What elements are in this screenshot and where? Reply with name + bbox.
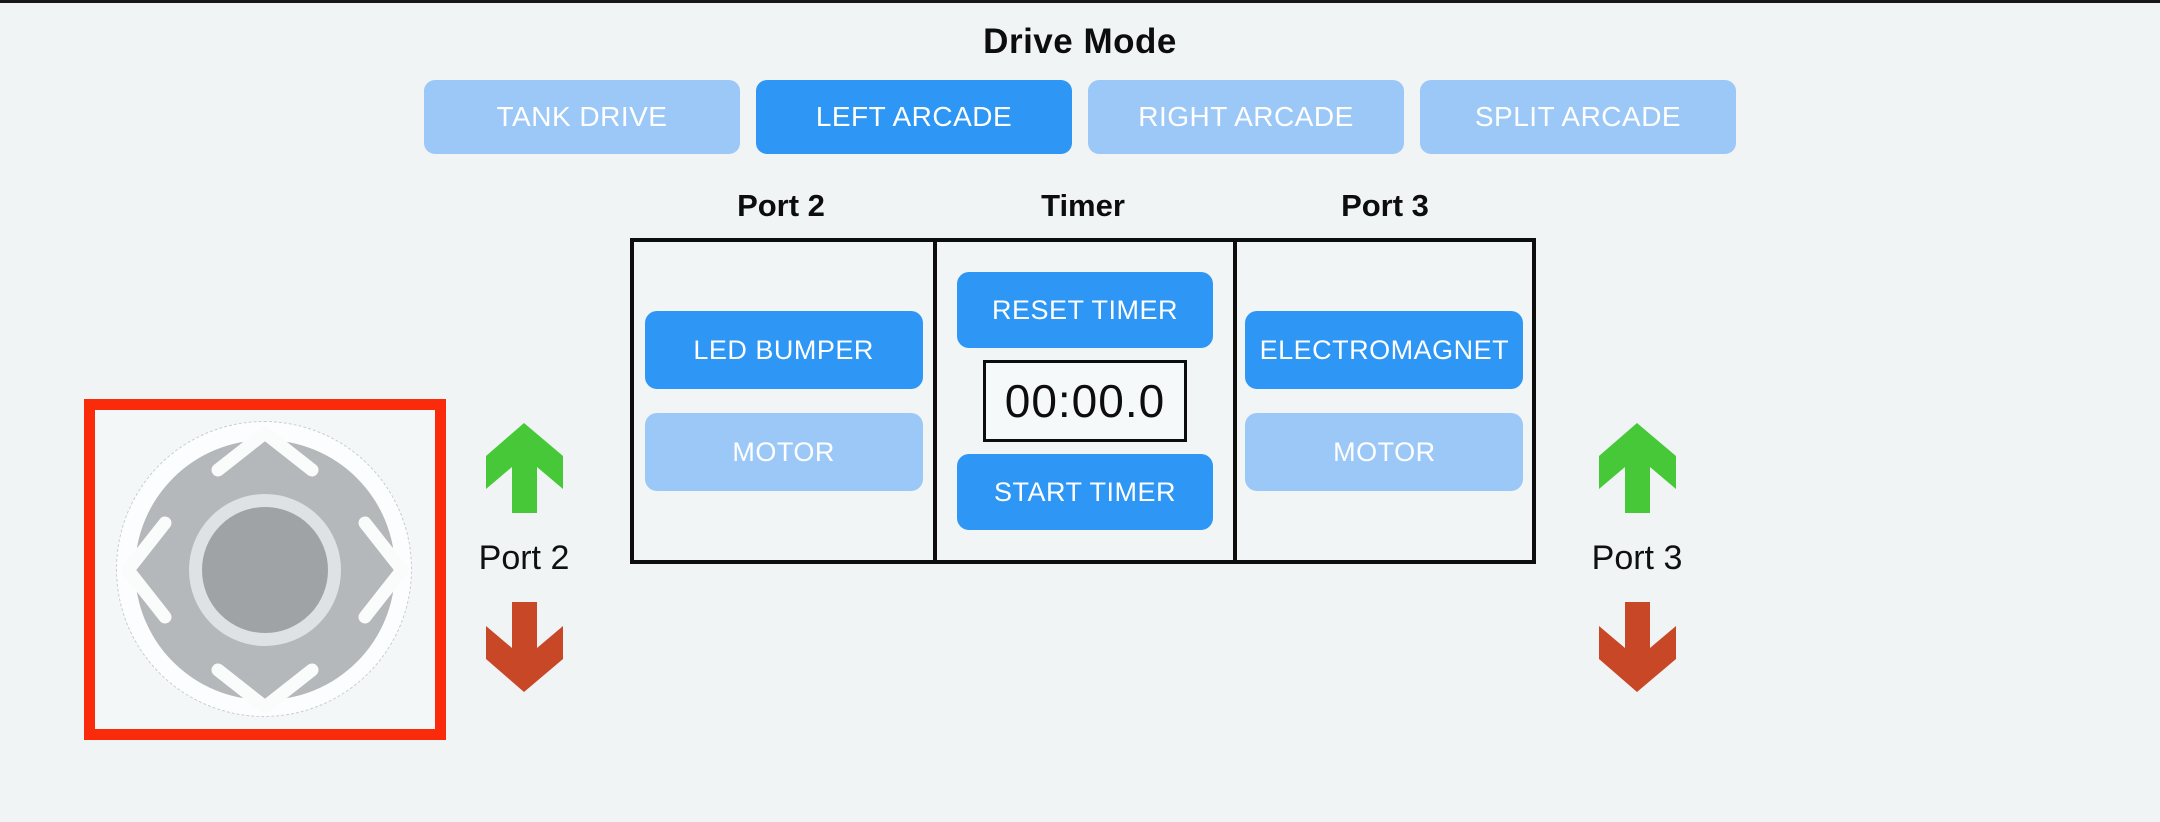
port3-motor-button[interactable]: MOTOR bbox=[1245, 413, 1524, 491]
control-board-table: LED BUMPER MOTOR RESET TIMER 00:00.0 STA… bbox=[630, 238, 1536, 564]
chevron-down-icon bbox=[211, 663, 319, 714]
port2-side-label: Port 2 bbox=[478, 539, 570, 577]
chevron-left-icon bbox=[121, 516, 172, 624]
joystick-selection-box bbox=[84, 399, 446, 740]
right-arcade-button[interactable]: RIGHT ARCADE bbox=[1088, 80, 1404, 154]
port3-forward-arrow-icon[interactable] bbox=[1598, 423, 1677, 513]
port2-forward-arrow-icon[interactable] bbox=[485, 423, 564, 513]
port2-column: LED BUMPER MOTOR bbox=[634, 242, 933, 560]
window-top-border bbox=[0, 0, 2160, 3]
timer-display: 00:00.0 bbox=[982, 360, 1187, 442]
drive-mode-title: Drive Mode bbox=[983, 22, 1177, 61]
joystick-knob[interactable] bbox=[189, 494, 341, 646]
port3-direction-control: Port 3 bbox=[1557, 423, 1717, 692]
timer-column: RESET TIMER 00:00.0 START TIMER bbox=[933, 242, 1232, 560]
left-arcade-button[interactable]: LEFT ARCADE bbox=[756, 80, 1072, 154]
port2-motor-button[interactable]: MOTOR bbox=[644, 413, 923, 491]
joystick-direction-chevrons bbox=[121, 426, 409, 714]
port2-reverse-arrow-icon[interactable] bbox=[485, 602, 564, 692]
reset-timer-button[interactable]: RESET TIMER bbox=[956, 272, 1213, 348]
drive-mode-button-row: TANK DRIVE LEFT ARCADE RIGHT ARCADE SPLI… bbox=[424, 80, 1736, 154]
timer-column-header: Timer bbox=[1041, 188, 1125, 223]
control-board: Port 2 Timer Port 3 LED BUMPER MOTOR RES… bbox=[630, 188, 1536, 564]
start-timer-button[interactable]: START TIMER bbox=[956, 454, 1213, 530]
split-arcade-button[interactable]: SPLIT ARCADE bbox=[1420, 80, 1736, 154]
tank-drive-button[interactable]: TANK DRIVE bbox=[424, 80, 740, 154]
port3-reverse-arrow-icon[interactable] bbox=[1598, 602, 1677, 692]
port3-column: ELECTROMAGNET MOTOR bbox=[1232, 242, 1532, 560]
port2-column-header: Port 2 bbox=[737, 188, 825, 223]
led-bumper-button[interactable]: LED BUMPER bbox=[644, 311, 923, 389]
control-board-headers: Port 2 Timer Port 3 bbox=[630, 188, 1536, 238]
chevron-up-icon bbox=[211, 426, 319, 477]
chevron-right-icon bbox=[358, 516, 409, 624]
port3-side-label: Port 3 bbox=[1591, 539, 1683, 577]
port3-column-header: Port 3 bbox=[1341, 188, 1429, 223]
port2-direction-control: Port 2 bbox=[444, 423, 604, 692]
electromagnet-button[interactable]: ELECTROMAGNET bbox=[1245, 311, 1524, 389]
